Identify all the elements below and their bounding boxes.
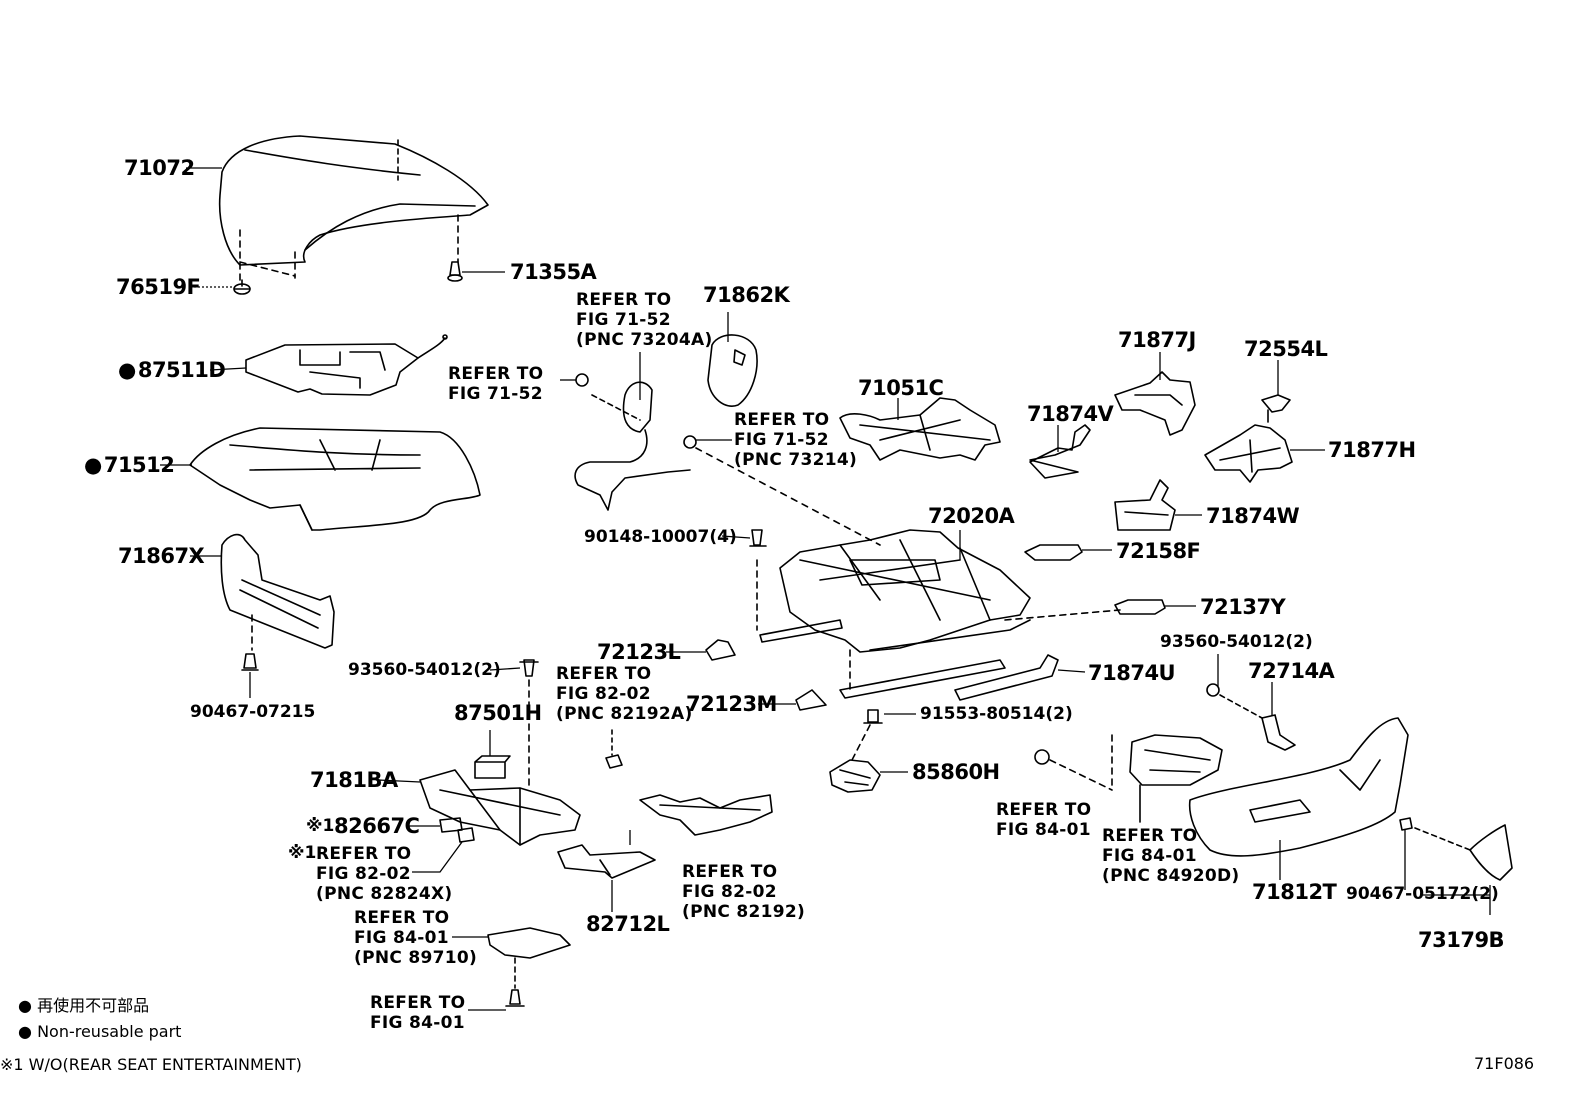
refer-fig-82-02-pnc-82192a[interactable]: REFER TO FIG 82-02 (PNC 82192A) [556, 664, 693, 724]
label-87501H[interactable]: 87501H [454, 701, 542, 725]
label-93560-54012-right[interactable]: 93560-54012(2) [1160, 632, 1313, 652]
legend-jp-text: 再使用不可部品 [37, 996, 150, 1015]
legend-non-reusable-en: ● Non-reusable part [18, 1024, 181, 1040]
bullet-icon: ● [18, 996, 32, 1015]
label-73179B[interactable]: 73179B [1418, 928, 1505, 952]
label-87511D[interactable]: 87511D [118, 360, 226, 381]
label-71051C[interactable]: 71051C [858, 376, 944, 400]
motor-drawing [829, 709, 883, 793]
label-71867X[interactable]: 71867X [118, 544, 205, 568]
module-89710-drawing [487, 927, 571, 1007]
pad-drawings [1024, 544, 1166, 615]
bracket-v-drawing [1029, 424, 1091, 479]
label-71072[interactable]: 71072 [124, 156, 195, 180]
seat-cushion-drawing [189, 427, 481, 531]
refer-fig-82-02-pnc-82192[interactable]: REFER TO FIG 82-02 (PNC 82192) [682, 862, 806, 922]
lumbar-wire-drawing [839, 397, 1001, 461]
label-71877J[interactable]: 71877J [1118, 328, 1196, 352]
label-72158F[interactable]: 72158F [1116, 539, 1201, 563]
label-93560-54012-left[interactable]: 93560-54012(2) [348, 660, 501, 680]
bracket-w-drawing [1114, 479, 1176, 531]
label-82712L[interactable]: 82712L [586, 912, 670, 936]
seat-cushion-pad-drawing [218, 135, 489, 281]
refer-fig-82-02-pnc-82824x[interactable]: REFER TO FIG 82-02 (PNC 82824X) [316, 844, 453, 904]
figure-id: 71F086 [1474, 1054, 1535, 1073]
label-72714A[interactable]: 72714A [1248, 659, 1335, 683]
label-90148-10007[interactable]: 90148-10007(4) [584, 527, 737, 547]
bracket-72714a-drawing [1261, 714, 1296, 751]
side-shield-drawing [1188, 717, 1409, 857]
label-90467-07215[interactable]: 90467-07215 [190, 702, 316, 722]
clip-drawings [233, 261, 463, 295]
label-72020A[interactable]: 72020A [928, 504, 1015, 528]
wire-harness-82192-drawing [639, 794, 773, 836]
label-71877H[interactable]: 71877H [1328, 438, 1416, 462]
label-72123L[interactable]: 72123L [597, 640, 681, 664]
legend-en-text: Non-reusable part [37, 1022, 182, 1041]
leader-lines [160, 167, 1491, 1011]
label-71874U[interactable]: 71874U [1088, 661, 1176, 685]
switch-harness-drawing [574, 373, 881, 546]
refer-fig-84-01-bottom[interactable]: REFER TO FIG 84-01 [370, 993, 466, 1033]
label-71812T[interactable]: 71812T [1252, 880, 1337, 904]
bolt-drawings [519, 659, 1263, 791]
label-71512[interactable]: 71512 [84, 455, 175, 476]
label-72554L[interactable]: 72554L [1244, 337, 1328, 361]
note-mark-82824X: ※1 [288, 843, 317, 863]
label-72123M[interactable]: 72123M [686, 692, 777, 716]
label-90467-05172[interactable]: 90467-05172(2) [1346, 884, 1499, 904]
label-7181BA[interactable]: 7181BA [310, 768, 398, 792]
refer-fig-71-52-pnc-73204a[interactable]: REFER TO FIG 71-52 (PNC 73204A) [576, 290, 713, 350]
connector-82667c-drawing [439, 817, 475, 843]
label-85860H[interactable]: 85860H [912, 760, 1000, 784]
label-71355A[interactable]: 71355A [510, 260, 597, 284]
label-71874V[interactable]: 71874V [1027, 402, 1114, 426]
seat-heater-drawing [245, 334, 448, 396]
note-mark-82667C: ※1 [306, 816, 335, 836]
connector-82192a-drawing [605, 729, 623, 769]
refer-fig-84-01-mid[interactable]: REFER TO FIG 84-01 [996, 800, 1092, 840]
refer-fig-84-01-pnc-89710[interactable]: REFER TO FIG 84-01 (PNC 89710) [354, 908, 478, 968]
bracket-h-drawing [1204, 394, 1293, 483]
refer-fig-71-52-pnc-73214[interactable]: REFER TO FIG 71-52 (PNC 73214) [734, 410, 858, 470]
rod-drawing [954, 654, 1059, 701]
bullet-icon: ● [18, 1022, 32, 1041]
label-91553-80514[interactable]: 91553-80514(2) [920, 704, 1073, 724]
label-72137Y[interactable]: 72137Y [1200, 595, 1286, 619]
refer-fig-84-01-pnc-84920d[interactable]: REFER TO FIG 84-01 (PNC 84920D) [1102, 826, 1240, 886]
seat-frame-drawing [749, 529, 1121, 699]
bracket-82712l-drawing [557, 844, 656, 879]
cover-73179b-drawing [1399, 817, 1513, 881]
refer-fig-71-52[interactable]: REFER TO FIG 71-52 [448, 364, 544, 404]
label-76519F[interactable]: 76519F [116, 275, 201, 299]
label-71874W[interactable]: 71874W [1206, 504, 1300, 528]
seat-switch-drawing [1034, 734, 1223, 823]
track-cover-drawings [705, 639, 827, 711]
legend-note-1: ※1 W/O(REAR SEAT ENTERTAINMENT) [0, 1055, 302, 1074]
legend-non-reusable-jp: ● 再使用不可部品 [18, 998, 149, 1014]
knob-drawing [707, 334, 758, 407]
side-cover-drawing [220, 533, 335, 671]
label-71862K[interactable]: 71862K [703, 283, 790, 307]
bracket-j-drawing [1114, 371, 1196, 436]
label-82667C[interactable]: 82667C [334, 814, 420, 838]
